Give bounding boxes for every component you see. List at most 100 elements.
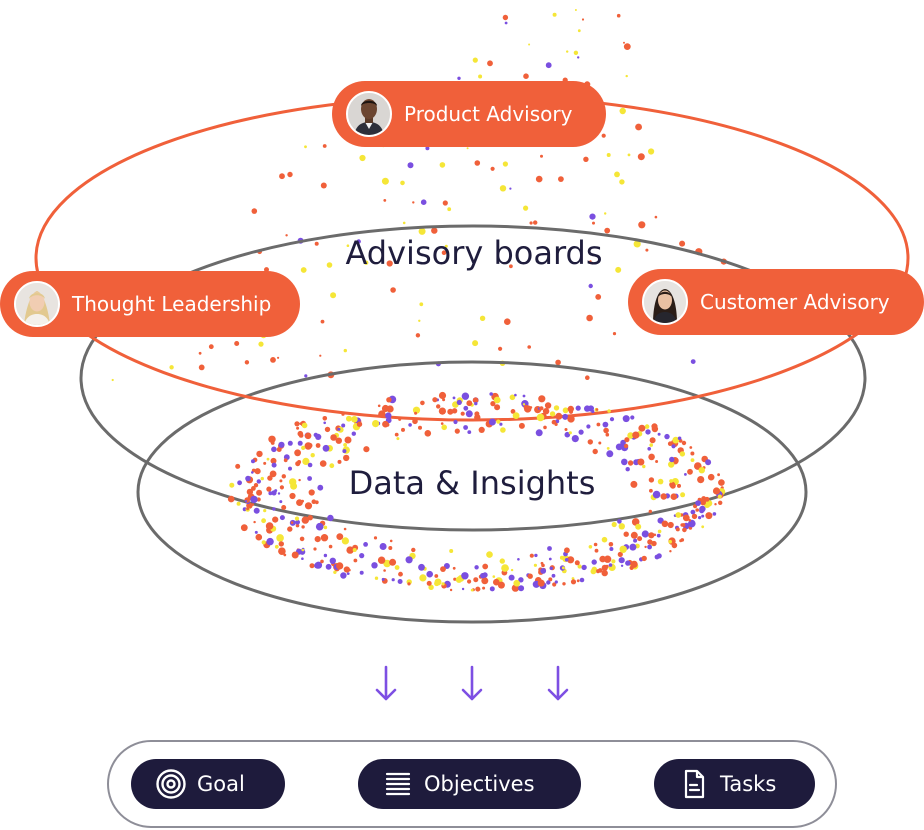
particle-dot bbox=[527, 345, 531, 349]
particle-dot bbox=[478, 426, 485, 433]
particle-dot bbox=[279, 515, 285, 521]
particle-dot bbox=[583, 156, 589, 162]
particle-dot bbox=[412, 406, 421, 414]
tasks-chip[interactable]: Tasks bbox=[654, 759, 815, 809]
document-icon bbox=[684, 769, 705, 799]
particle-dot bbox=[566, 50, 569, 53]
particle-dot bbox=[394, 432, 399, 437]
particle-dot bbox=[341, 537, 349, 545]
particle-dot bbox=[528, 43, 531, 46]
particle-dot bbox=[574, 9, 577, 11]
customer-advisory-pill[interactable]: Customer Advisory bbox=[628, 269, 924, 335]
particle-dot bbox=[323, 421, 327, 425]
particle-dot bbox=[373, 536, 378, 540]
particle-dot bbox=[304, 502, 313, 510]
particle-dot bbox=[315, 522, 324, 531]
goal-chip[interactable]: Goal bbox=[131, 759, 285, 809]
particle-dot bbox=[320, 319, 325, 324]
particle-dot bbox=[287, 526, 293, 532]
particle-dot bbox=[294, 516, 300, 521]
particle-dot bbox=[537, 579, 545, 587]
particle-dot bbox=[508, 574, 515, 581]
particle-dot bbox=[510, 568, 514, 572]
particle-dot bbox=[622, 415, 630, 423]
particle-dot bbox=[382, 420, 389, 428]
particle-dot bbox=[562, 413, 569, 420]
particle-dot bbox=[619, 545, 627, 553]
particle-dot bbox=[607, 409, 611, 413]
particle-dot bbox=[497, 581, 505, 589]
particle-dot bbox=[619, 107, 626, 115]
particle-dot bbox=[657, 478, 664, 485]
particle-dot bbox=[309, 563, 315, 569]
particle-dot bbox=[420, 199, 427, 205]
particle-dot bbox=[279, 485, 284, 490]
particle-dot bbox=[527, 573, 533, 579]
particle-dot bbox=[682, 527, 687, 533]
particle-dot bbox=[474, 565, 479, 570]
particle-dot bbox=[642, 464, 646, 469]
particle-dot bbox=[301, 445, 306, 450]
particle-dot bbox=[246, 502, 253, 509]
particle-dot bbox=[552, 582, 557, 587]
particle-dot bbox=[641, 555, 647, 562]
particle-dot bbox=[548, 577, 553, 582]
particle-dot bbox=[317, 484, 324, 491]
particle-dot bbox=[695, 500, 701, 506]
particle-dot bbox=[304, 374, 308, 378]
particle-dot bbox=[701, 525, 705, 529]
particle-dot bbox=[714, 503, 717, 506]
particle-dot bbox=[555, 359, 561, 366]
particle-dot bbox=[388, 546, 393, 550]
thought-leadership-pill[interactable]: Thought Leadership bbox=[0, 271, 300, 337]
particle-dot bbox=[627, 153, 631, 157]
particle-dot bbox=[324, 426, 331, 433]
particle-dot bbox=[482, 586, 486, 590]
particle-dot bbox=[623, 41, 625, 44]
particle-dot bbox=[620, 439, 626, 446]
particle-dot bbox=[279, 500, 283, 504]
particle-dot bbox=[444, 244, 448, 248]
particle-dot bbox=[287, 171, 293, 178]
particle-dot bbox=[431, 227, 438, 234]
particle-dot bbox=[385, 412, 392, 419]
goal-label: Goal bbox=[197, 772, 245, 796]
particle-dot bbox=[381, 577, 385, 581]
particle-dot bbox=[322, 144, 327, 148]
particle-dot bbox=[500, 427, 506, 433]
particle-dot bbox=[251, 459, 255, 464]
particle-dot bbox=[314, 536, 321, 543]
particle-dot bbox=[402, 221, 406, 225]
particle-dot bbox=[504, 318, 511, 326]
particle-dot bbox=[518, 585, 525, 592]
particle-dot bbox=[330, 292, 337, 299]
particle-dot bbox=[452, 396, 456, 400]
particle-dot bbox=[419, 302, 424, 307]
particle-dot bbox=[198, 351, 202, 355]
particle-dot bbox=[300, 267, 307, 273]
particle-dot bbox=[343, 566, 350, 573]
product-advisory-pill[interactable]: Product Advisory bbox=[332, 81, 606, 147]
particle-dot bbox=[588, 283, 593, 289]
objectives-chip[interactable]: Objectives bbox=[358, 759, 581, 809]
particle-dot bbox=[705, 459, 712, 466]
particle-dot bbox=[377, 404, 381, 408]
particle-dot bbox=[554, 580, 558, 584]
particle-dot bbox=[482, 572, 488, 578]
particle-dot bbox=[542, 408, 550, 415]
particle-dot bbox=[604, 227, 611, 234]
particle-dot bbox=[592, 448, 598, 455]
advisory-ring-gray bbox=[79, 224, 867, 532]
particle-dot bbox=[568, 409, 574, 414]
particle-dot bbox=[287, 440, 293, 446]
particle-dot bbox=[654, 215, 658, 219]
particle-dot bbox=[545, 62, 552, 69]
particle-dot bbox=[276, 534, 284, 542]
particle-dot bbox=[492, 575, 496, 578]
particle-dot bbox=[606, 450, 614, 458]
particle-dot bbox=[447, 207, 452, 212]
particle-dot bbox=[253, 520, 256, 524]
particle-dot bbox=[295, 519, 300, 525]
particle-dot bbox=[477, 587, 481, 591]
particle-dot bbox=[269, 470, 277, 478]
